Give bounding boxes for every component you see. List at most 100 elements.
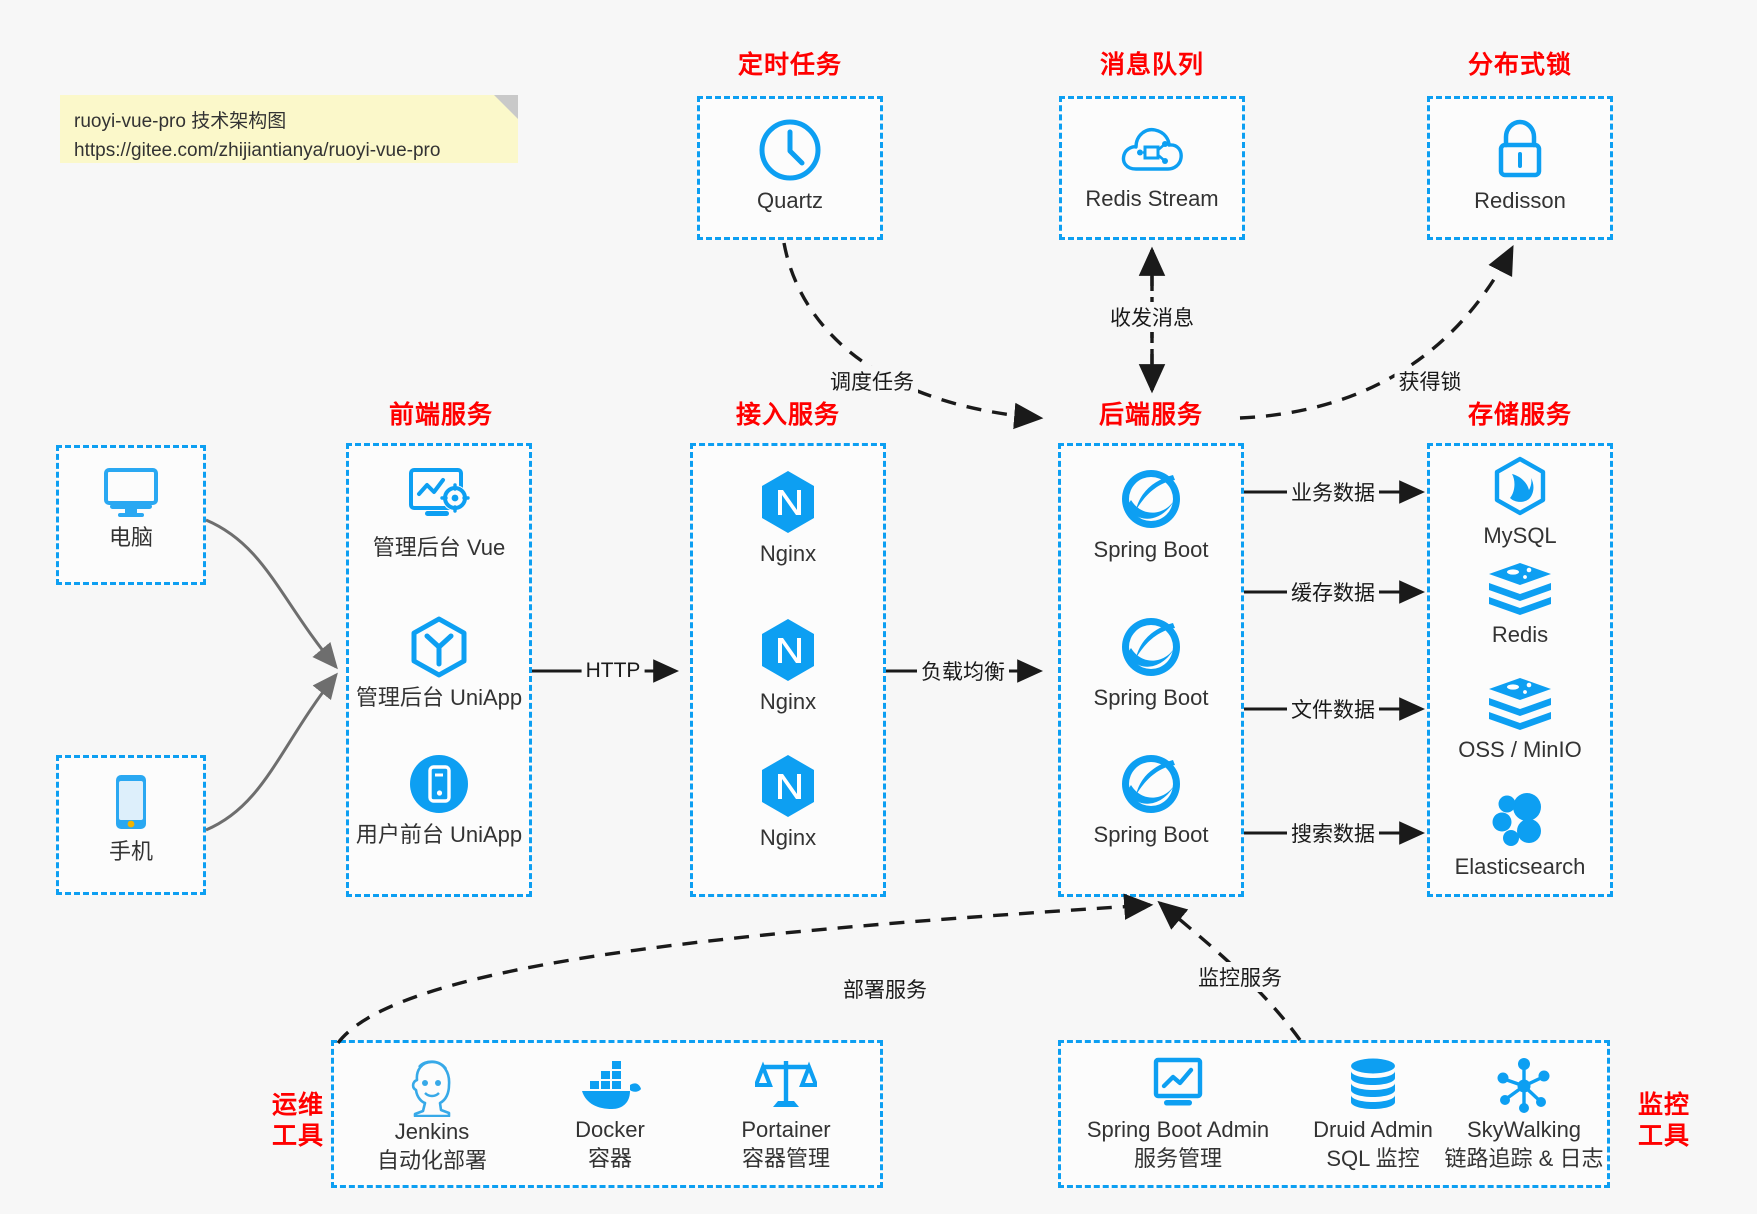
node-label-redis-stream: Redis Stream <box>1085 186 1219 211</box>
edge-label-file-data: 文件数据 <box>1287 694 1379 724</box>
node-admin-vue[interactable]: 管理后台 Vue <box>349 464 529 563</box>
node-docker[interactable]: Docker 容器 <box>530 1059 690 1173</box>
node-name-spring-boot-admin: Spring Boot Admin <box>1086 1117 1270 1142</box>
group-title-devops: 运维 工具 <box>258 1090 338 1151</box>
node-desc-skywalking: 链路追踪 & 日志 <box>1444 1146 1604 1172</box>
node-mysql[interactable]: MySQL <box>1430 456 1610 551</box>
group-title-scheduled-task: 定时任务 <box>737 51 842 79</box>
redis-icon <box>1489 563 1551 615</box>
node-oss-minio[interactable]: OSS / MinIO <box>1430 676 1610 765</box>
note-line-url: https://gitee.com/zhijiantianya/ruoyi-vu… <box>74 140 441 162</box>
mysql-icon <box>1494 456 1546 516</box>
node-name-portainer: Portainer <box>741 1117 831 1142</box>
nginx-icon <box>762 471 814 533</box>
node-mobile[interactable]: 手机 <box>59 772 203 867</box>
group-title-monitoring-line2: 工具 <box>1637 1121 1690 1150</box>
node-label-mysql: MySQL <box>1483 523 1557 548</box>
group-box-client-desktop: 电脑 <box>56 445 206 585</box>
node-nginx-1[interactable]: Nginx <box>693 468 883 569</box>
node-desc-druid-admin: SQL 监控 <box>1326 1146 1420 1172</box>
node-quartz[interactable]: Quartz <box>700 117 880 216</box>
group-title-monitoring-line1: 监控 <box>1637 1091 1690 1119</box>
node-label-nginx-1: Nginx <box>759 541 817 566</box>
node-desc-spring-boot-admin: 服务管理 <box>1133 1146 1222 1172</box>
desktop-monitor-icon <box>104 468 158 517</box>
group-box-client-mobile: 手机 <box>56 755 206 895</box>
node-label-elasticsearch: Elasticsearch <box>1454 854 1586 879</box>
node-admin-uniapp[interactable]: 管理后台 UniApp <box>349 614 529 713</box>
oss-minio-icon <box>1489 678 1551 730</box>
group-title-storage: 存储服务 <box>1467 401 1572 429</box>
node-label-desktop: 电脑 <box>108 525 153 550</box>
edge-label-deploy-service: 部署服务 <box>839 974 931 1004</box>
note-fold-corner <box>494 95 518 119</box>
scales-icon <box>755 1061 817 1107</box>
group-box-message-queue: Redis Stream <box>1059 96 1245 240</box>
jenkins-icon <box>411 1060 451 1117</box>
node-desc-docker: 容器 <box>587 1146 632 1172</box>
node-label-spring-boot-2: Spring Boot <box>1093 685 1209 710</box>
node-spring-boot-1[interactable]: Spring Boot <box>1061 466 1241 565</box>
wire-backend-to-redisson <box>1239 244 1514 420</box>
group-title-devops-line1: 运维 <box>271 1091 324 1119</box>
group-box-scheduled-task: Quartz <box>697 96 883 240</box>
note-line-title: ruoyi-vue-pro 技术架构图 <box>74 111 287 132</box>
node-jenkins[interactable]: Jenkins 自动化部署 <box>352 1055 512 1175</box>
mobile-phone-icon <box>116 775 146 829</box>
edge-label-load-balance: 负载均衡 <box>917 656 1009 686</box>
node-label-nginx-2: Nginx <box>759 689 817 714</box>
group-box-distributed-lock: Redisson <box>1427 96 1613 240</box>
node-label-admin-vue: 管理后台 Vue <box>372 535 506 560</box>
spring-boot-icon <box>1122 618 1180 676</box>
group-box-devops: Jenkins 自动化部署 Docker 容器 <box>331 1040 883 1188</box>
node-user-uniapp[interactable]: 用户前台 UniApp <box>349 751 529 850</box>
group-title-monitoring: 监控 工具 <box>1624 1090 1704 1151</box>
node-skywalking[interactable]: SkyWalking 链路追踪 & 日志 <box>1441 1057 1607 1173</box>
node-redisson[interactable]: Redisson <box>1430 117 1610 216</box>
nginx-icon <box>762 619 814 681</box>
elasticsearch-icon <box>1492 793 1541 846</box>
skywalking-icon <box>1497 1058 1550 1113</box>
wire-desktop-to-frontend <box>205 518 338 670</box>
cloud-stream-icon <box>1121 127 1183 171</box>
node-nginx-2[interactable]: Nginx <box>693 616 883 717</box>
node-spring-boot-3[interactable]: Spring Boot <box>1061 751 1241 850</box>
node-desc-jenkins: 自动化部署 <box>376 1148 487 1174</box>
edge-label-http: HTTP <box>581 659 645 683</box>
dashboard-gear-icon <box>409 468 470 516</box>
node-name-docker: Docker <box>575 1117 645 1142</box>
edge-label-monitor-service: 监控服务 <box>1194 962 1286 992</box>
node-label-spring-boot-3: Spring Boot <box>1093 822 1209 847</box>
node-desktop[interactable]: 电脑 <box>59 464 203 553</box>
group-box-backend: Spring Boot Spring Boot Spring Boot <box>1058 443 1244 897</box>
group-box-storage: MySQL Redis OSS / MinIO <box>1427 443 1613 897</box>
node-redis-stream[interactable]: Redis Stream <box>1062 119 1242 214</box>
node-elasticsearch[interactable]: Elasticsearch <box>1430 789 1610 882</box>
group-title-frontend: 前端服务 <box>388 401 493 429</box>
group-title-devops-line2: 工具 <box>271 1121 324 1150</box>
node-label-user-uniapp: 用户前台 UniApp <box>355 822 523 847</box>
node-label-quartz: Quartz <box>756 188 824 213</box>
group-title-gateway: 接入服务 <box>735 401 840 429</box>
node-redis[interactable]: Redis <box>1430 561 1610 650</box>
group-title-distributed-lock: 分布式锁 <box>1467 51 1572 79</box>
wire-mobile-to-frontend <box>205 672 338 832</box>
group-box-monitoring: Spring Boot Admin 服务管理 Druid Admin SQL 监… <box>1058 1040 1610 1188</box>
node-label-redisson: Redisson <box>1474 188 1566 213</box>
edge-label-cache-data: 缓存数据 <box>1287 577 1379 607</box>
node-label-admin-uniapp: 管理后台 UniApp <box>355 685 523 710</box>
edge-label-acquire-lock: 获得锁 <box>1394 366 1466 396</box>
spring-boot-icon <box>1122 755 1180 813</box>
node-spring-boot-admin[interactable]: Spring Boot Admin 服务管理 <box>1065 1057 1291 1173</box>
node-name-druid-admin: Druid Admin <box>1313 1117 1433 1142</box>
node-portainer[interactable]: Portainer 容器管理 <box>706 1055 866 1173</box>
node-druid-admin[interactable]: Druid Admin SQL 监控 <box>1293 1057 1453 1173</box>
edge-label-schedule-task: 调度任务 <box>826 366 918 396</box>
node-label-nginx-3: Nginx <box>759 825 817 850</box>
group-title-backend: 后端服务 <box>1098 401 1203 429</box>
node-nginx-3[interactable]: Nginx <box>693 752 883 853</box>
group-box-gateway: Nginx Nginx Nginx <box>690 443 886 897</box>
node-spring-boot-2[interactable]: Spring Boot <box>1061 614 1241 713</box>
node-desc-portainer: 容器管理 <box>741 1146 830 1172</box>
